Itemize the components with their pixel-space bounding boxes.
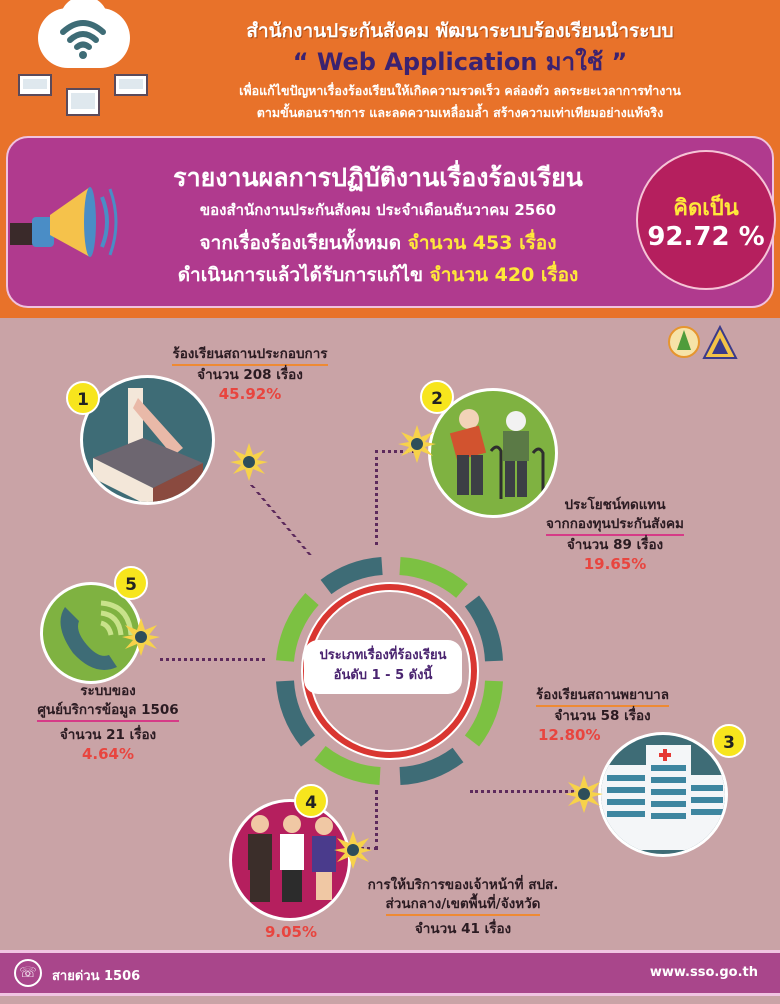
rank-badge-2: 2: [420, 380, 454, 414]
laptop-icon: [18, 74, 52, 96]
category-4-label: การให้บริการของเจ้าหน้าที่ สปส. ส่วนกลาง…: [348, 876, 578, 939]
category-3-count: จำนวน 58 เรื่อง: [554, 708, 651, 724]
rank-badge-5: 5: [114, 566, 148, 600]
rate-value: 92.72 %: [647, 222, 765, 252]
connector-3: [470, 735, 585, 793]
rank-badge-1: 1: [66, 381, 100, 415]
wifi-icon: [60, 20, 106, 59]
starburst-icon: [122, 618, 160, 656]
category-2-percent: 19.65%: [583, 555, 647, 573]
center-label-line-1: ประเภทเรื่องที่ร้องเรียน: [319, 648, 447, 663]
category-1-percent: 45.92%: [218, 385, 282, 403]
report-resolved: ดำเนินการแล้วได้รับการแก้ไข จำนวน 420 เร…: [118, 260, 638, 290]
category-1-count: จำนวน 208 เรื่อง: [197, 367, 303, 383]
starburst-icon: [334, 831, 372, 869]
megaphone-icon: [10, 187, 118, 257]
connector-4: [354, 790, 378, 850]
category-4-title-line-2: ส่วนกลาง/เขตพื้นที่/จังหวัด: [385, 895, 541, 916]
category-5-count: จำนวน 21 เรื่อง: [59, 727, 157, 743]
rate-label: คิดเป็น: [673, 196, 739, 221]
category-4-count: จำนวน 41 เรื่อง: [414, 921, 512, 937]
desktop-icon: [66, 88, 100, 116]
category-4-percent: 9.05%: [264, 923, 318, 941]
report-total: จากเรื่องร้องเรียนทั้งหมด จำนวน 453 เรื่…: [118, 228, 638, 258]
total-value: จำนวน 453 เรื่อง: [407, 232, 557, 254]
category-3-label: ร้องเรียนสถานพยาบาล จำนวน 58 เรื่อง 12.8…: [510, 686, 695, 745]
website-link[interactable]: www.sso.go.th: [649, 965, 758, 980]
header-subtitle: “ Web Application มาใช้ ”: [292, 48, 628, 76]
header-banner: สำนักงานประกันสังคม พัฒนาระบบร้องเรียนนำ…: [0, 0, 780, 318]
category-5-title-line-2: ศูนย์บริการข้อมูล 1506: [37, 701, 179, 722]
hospital-icon: [598, 732, 728, 857]
category-2-count: จำนวน 89 เรื่อง: [566, 537, 664, 553]
header-description: เพื่อแก้ไขปัญหาเรื่องร้องเรียนให้เกิดควา…: [150, 80, 770, 124]
category-3-percent: 12.80%: [538, 726, 601, 744]
resolved-rate-circle: คิดเป็น 92.72 %: [636, 150, 776, 290]
category-2-title-line-1: ประโยชน์ทดแทน: [564, 497, 666, 513]
category-4-percent-wrap: 9.05%: [236, 923, 346, 942]
description-line-1: เพื่อแก้ไขปัญหาเรื่องร้องเรียนให้เกิดควา…: [239, 83, 681, 98]
hotline-text: สายด่วน 1506: [52, 969, 141, 984]
category-2-title-line-2: จากกองทุนประกันสังคม: [546, 515, 684, 536]
starburst-icon: [565, 775, 603, 813]
description-line-2: ตามขั้นตอนราชการ และลดความเหลื่อมล้ำ สร้…: [256, 105, 664, 120]
category-ring-chart: [276, 557, 503, 785]
starburst-icon: [398, 425, 436, 463]
center-label: ประเภทเรื่องที่ร้องเรียน อันดับ 1 - 5 ดั…: [304, 640, 462, 694]
category-1-label: ร้องเรียนสถานประกอบการ จำนวน 208 เรื่อง …: [145, 345, 355, 404]
resolved-label: ดำเนินการแล้วได้รับการแก้ไข: [177, 264, 423, 286]
category-1-title: ร้องเรียนสถานประกอบการ: [172, 345, 328, 366]
connector-5: [160, 658, 265, 661]
category-5-title-line-1: ระบบของ: [80, 683, 136, 699]
connector-2: [375, 450, 415, 545]
resolved-value: จำนวน 420 เรื่อง: [429, 264, 579, 286]
phone-icon: ☏: [14, 959, 42, 987]
total-label: จากเรื่องร้องเรียนทั้งหมด: [199, 232, 402, 254]
category-3-title: ร้องเรียนสถานพยาบาล: [536, 686, 669, 707]
center-label-line-2: อันดับ 1 - 5 ดังนี้: [333, 668, 433, 683]
rank-badge-4: 4: [294, 784, 328, 818]
report-title: รายงานผลการปฏิบัติงานเรื่องร้องเรียน: [173, 163, 583, 192]
factory-icon: [80, 375, 215, 505]
report-period: ของสำนักงานประกันสังคม ประจำเดือนธันวาคม…: [199, 201, 557, 219]
rank-badge-3: 3: [712, 724, 746, 758]
header-title: สำนักงานประกันสังคม พัฒนาระบบร้องเรียนนำ…: [246, 20, 674, 42]
category-2-label: ประโยชน์ทดแทน จากกองทุนประกันสังคม จำนวน…: [530, 496, 700, 574]
officers-icon: [229, 799, 351, 921]
starburst-icon: [230, 443, 268, 481]
category-5-percent: 4.64%: [81, 745, 135, 763]
government-logos: [668, 324, 738, 359]
footer-bar: ☏ สายด่วน 1506 www.sso.go.th: [0, 950, 780, 996]
category-5-label: ระบบของ ศูนย์บริการข้อมูล 1506 จำนวน 21 …: [18, 682, 198, 764]
laptop-icon: [114, 74, 148, 96]
category-4-title-line-1: การให้บริการของเจ้าหน้าที่ สปส.: [367, 877, 559, 893]
